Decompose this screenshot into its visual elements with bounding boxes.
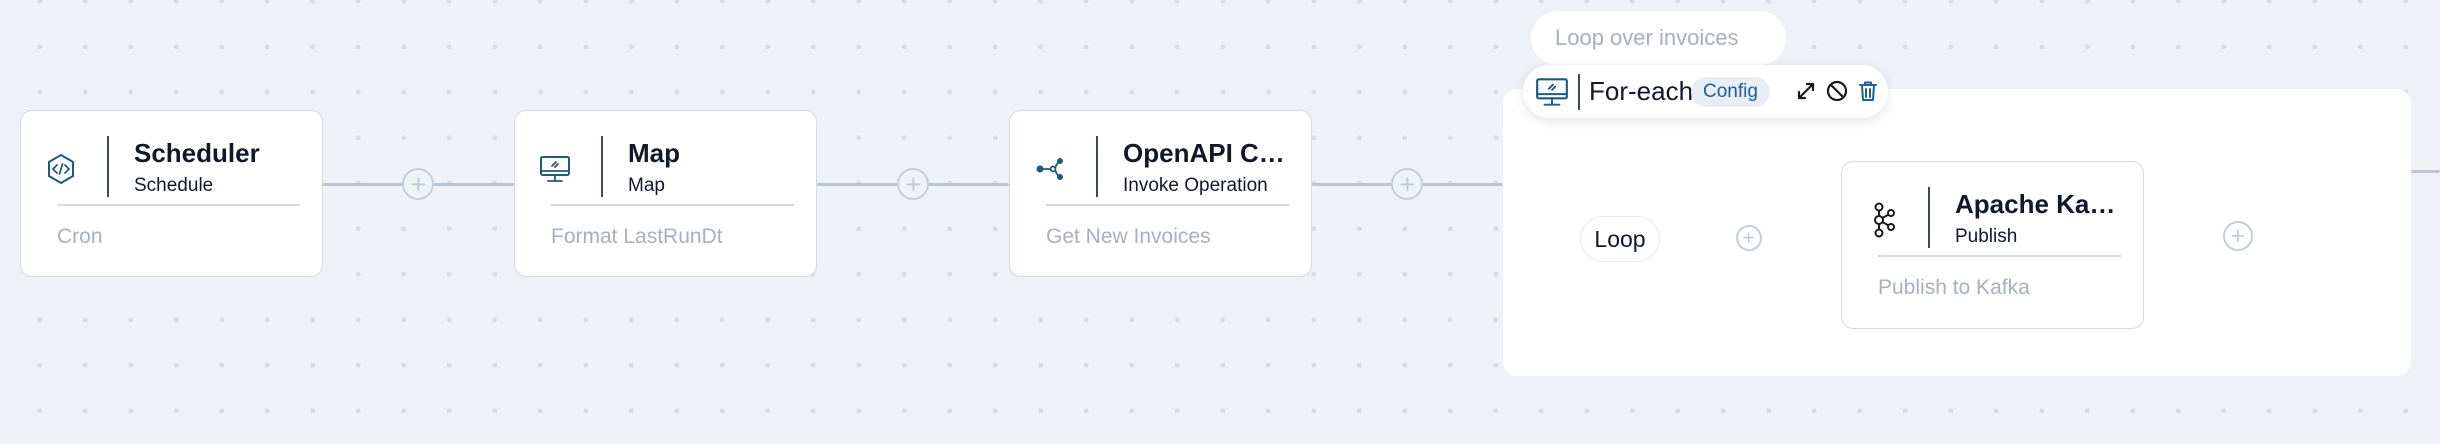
separator bbox=[1928, 187, 1930, 248]
divider bbox=[57, 204, 300, 206]
loop-label: Loop bbox=[1580, 216, 1660, 262]
code-icon bbox=[43, 151, 79, 187]
plus-icon bbox=[1743, 232, 1755, 244]
node-title: Scheduler bbox=[134, 138, 260, 168]
plus-icon bbox=[1400, 177, 1414, 191]
node-openapi[interactable]: OpenAPI Cli... Invoke Operation Get New … bbox=[1009, 110, 1312, 277]
add-step-button[interactable] bbox=[897, 168, 929, 200]
node-subtitle: Map bbox=[628, 175, 665, 196]
plus-icon bbox=[411, 177, 425, 191]
node-description: Get New Invoices bbox=[1046, 225, 1211, 248]
node-description: Publish to Kafka bbox=[1878, 276, 2030, 299]
config-badge[interactable]: Config bbox=[1691, 77, 1770, 107]
disable-icon[interactable] bbox=[1824, 78, 1850, 104]
node-title: Apache Kafka bbox=[1955, 189, 2123, 219]
separator bbox=[107, 136, 109, 197]
plus-icon bbox=[906, 177, 920, 191]
node-title: OpenAPI Cli... bbox=[1123, 138, 1291, 168]
node-map[interactable]: Map Map Format LastRunDt bbox=[514, 110, 817, 277]
group-title: For-each bbox=[1589, 76, 1694, 106]
divider bbox=[1878, 255, 2121, 257]
node-subtitle: Schedule bbox=[134, 175, 214, 196]
edge bbox=[2411, 170, 2440, 173]
plus-icon bbox=[2231, 229, 2245, 243]
separator bbox=[601, 136, 603, 197]
group-label[interactable]: Loop over invoices bbox=[1531, 11, 1786, 65]
divider bbox=[1046, 204, 1289, 206]
kafka-icon bbox=[1864, 202, 1900, 238]
add-step-button[interactable] bbox=[1736, 225, 1762, 251]
add-step-button[interactable] bbox=[2223, 221, 2253, 251]
node-description: Cron bbox=[57, 225, 103, 248]
divider bbox=[551, 204, 794, 206]
share-nodes-icon bbox=[1032, 151, 1068, 187]
trash-icon[interactable] bbox=[1855, 78, 1881, 104]
add-step-button[interactable] bbox=[402, 168, 434, 200]
monitor-icon bbox=[1533, 73, 1571, 111]
node-subtitle: Invoke Operation bbox=[1123, 175, 1268, 196]
node-subtitle: Publish bbox=[1955, 226, 2018, 247]
expand-icon[interactable] bbox=[1793, 78, 1819, 104]
node-kafka[interactable]: Apache Kafka Publish Publish to Kafka bbox=[1841, 161, 2144, 329]
node-title: Map bbox=[628, 138, 680, 168]
separator bbox=[1578, 74, 1580, 110]
add-step-button[interactable] bbox=[1391, 168, 1423, 200]
separator bbox=[1096, 136, 1098, 197]
monitor-icon bbox=[537, 151, 573, 187]
node-description: Format LastRunDt bbox=[551, 225, 723, 248]
node-scheduler[interactable]: Scheduler Schedule Cron bbox=[20, 110, 323, 277]
foreach-group-header[interactable]: For-each Config bbox=[1523, 65, 1888, 118]
